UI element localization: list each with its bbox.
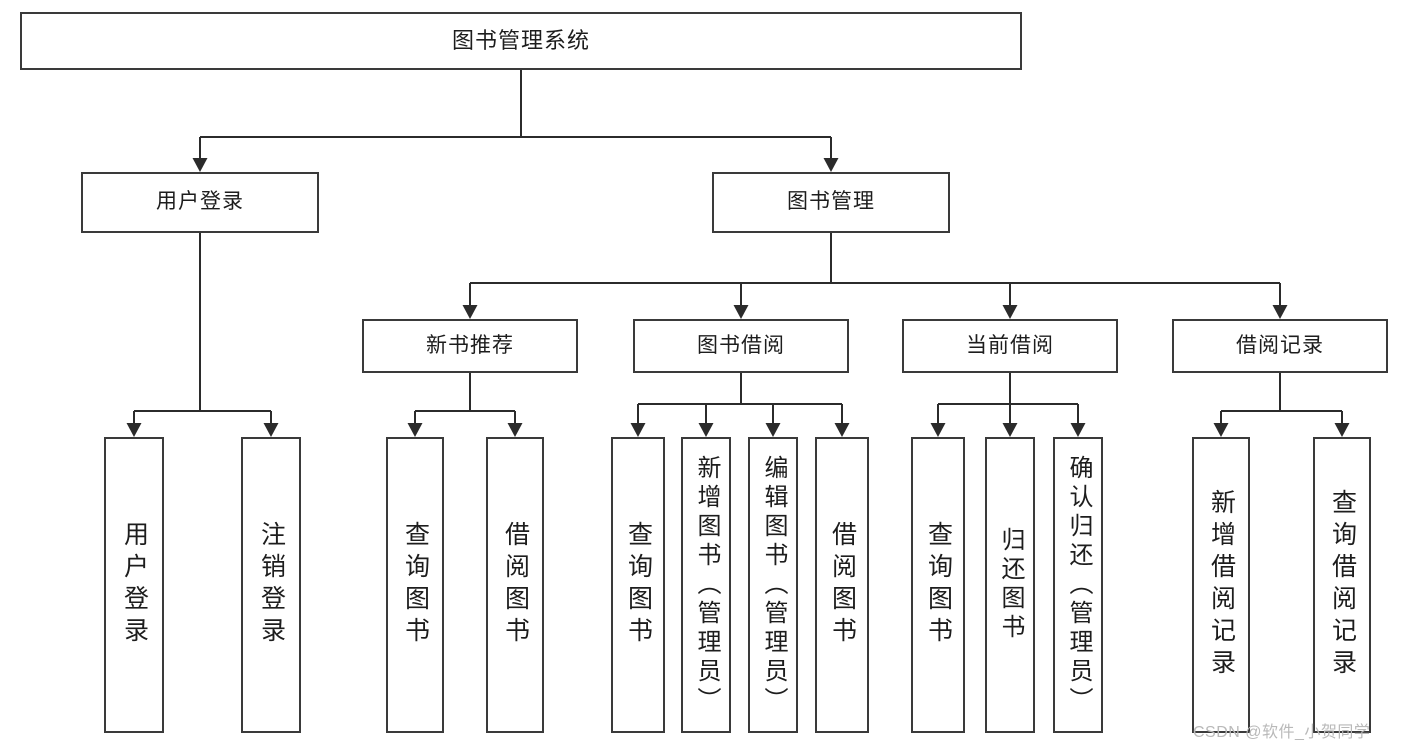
- edge-bookmgmt-to-records-head: [1272, 305, 1288, 319]
- edge-newbook-to-l-b1-head: [507, 423, 523, 437]
- node-label: 借阅图书: [501, 521, 530, 649]
- edge-current-to-l-return-head: [1002, 423, 1018, 437]
- edge-login-to-l-logout-head: [263, 423, 279, 437]
- node-l-logout[interactable]: 注销登录: [241, 437, 301, 733]
- node-l-q2[interactable]: 查询图书: [611, 437, 665, 733]
- node-label: 新增借阅记录: [1207, 489, 1236, 681]
- node-l-b2[interactable]: 借阅图书: [815, 437, 869, 733]
- node-root[interactable]: 图书管理系统: [20, 12, 1022, 70]
- node-l-qrec[interactable]: 查询借阅记录: [1313, 437, 1371, 733]
- node-label: 查询借阅记录: [1328, 489, 1357, 681]
- node-label: 用户登录: [120, 521, 149, 649]
- edge-current-to-l-q3-head: [930, 423, 946, 437]
- edge-login-to-l-login-head: [126, 423, 142, 437]
- node-label: 归还图书: [997, 527, 1024, 643]
- node-l-return[interactable]: 归还图书: [985, 437, 1035, 733]
- node-l-add[interactable]: 新增图书（管理员）: [681, 437, 731, 733]
- edge-records-to-l-addrec-head: [1213, 423, 1229, 437]
- edge-bookmgmt-to-borrow-head: [733, 305, 749, 319]
- node-label: 查询图书: [401, 521, 430, 649]
- node-l-q3[interactable]: 查询图书: [911, 437, 965, 733]
- node-label: 新增图书（管理员）: [693, 454, 720, 716]
- node-borrow[interactable]: 图书借阅: [633, 319, 849, 373]
- edge-current-to-l-confirm-head: [1070, 423, 1086, 437]
- edge-bookmgmt-to-current-head: [1002, 305, 1018, 319]
- node-l-confirm[interactable]: 确认归还（管理员）: [1053, 437, 1103, 733]
- edge-root-to-bookmgmt-head: [823, 158, 839, 172]
- node-label: 查询图书: [924, 521, 953, 649]
- edge-borrow-to-l-b2-head: [834, 423, 850, 437]
- node-l-b1[interactable]: 借阅图书: [486, 437, 544, 733]
- watermark-label: CSDN @软件_小贺同学: [1193, 724, 1371, 741]
- edge-root-to-login-head: [192, 158, 208, 172]
- node-label: 图书管理: [787, 190, 875, 214]
- node-l-login[interactable]: 用户登录: [104, 437, 164, 733]
- edge-borrow-to-l-add-head: [698, 423, 714, 437]
- node-label: 借阅图书: [828, 521, 857, 649]
- node-label: 用户登录: [156, 190, 244, 214]
- node-label: 借阅记录: [1236, 333, 1324, 357]
- node-label: 新书推荐: [426, 333, 514, 357]
- node-label: 编辑图书（管理员）: [760, 454, 787, 716]
- edge-records-to-l-qrec-head: [1334, 423, 1350, 437]
- node-label: 确认归还（管理员）: [1065, 454, 1092, 716]
- edge-borrow-to-l-q2-head: [630, 423, 646, 437]
- node-bookmgmt[interactable]: 图书管理: [712, 172, 950, 233]
- node-newbook[interactable]: 新书推荐: [362, 319, 578, 373]
- node-l-edit[interactable]: 编辑图书（管理员）: [748, 437, 798, 733]
- node-login[interactable]: 用户登录: [81, 172, 319, 233]
- edge-borrow-to-l-edit-head: [765, 423, 781, 437]
- node-label: 图书借阅: [697, 333, 785, 357]
- node-current[interactable]: 当前借阅: [902, 319, 1118, 373]
- node-label: 当前借阅: [966, 333, 1054, 357]
- edge-bookmgmt-to-newbook-head: [462, 305, 478, 319]
- edge-newbook-to-l-q1-head: [407, 423, 423, 437]
- node-label: 注销登录: [257, 521, 286, 649]
- node-label: 查询图书: [624, 521, 653, 649]
- node-label: 图书管理系统: [451, 28, 590, 54]
- node-records[interactable]: 借阅记录: [1172, 319, 1388, 373]
- node-l-q1[interactable]: 查询图书: [386, 437, 444, 733]
- node-l-addrec[interactable]: 新增借阅记录: [1192, 437, 1250, 733]
